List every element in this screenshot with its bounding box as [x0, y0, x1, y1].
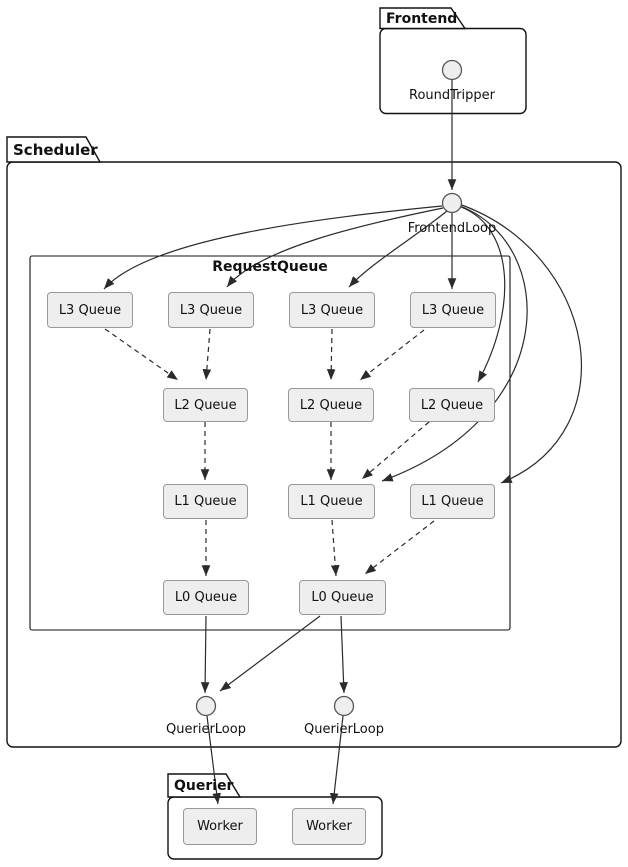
l1-queue-node-3: L1 Queue	[410, 484, 495, 519]
edge-l1queue-2-to-l0queue-2	[330, 519, 340, 577]
edge-l3queue-4-to-l2queue-2	[359, 329, 425, 381]
scheduler-package-label: Scheduler	[13, 141, 98, 159]
scheduler-package-tab	[6, 136, 102, 163]
querier-package-body	[167, 796, 383, 860]
l0-queue-node-2: L0 Queue	[299, 580, 386, 615]
frontendloop-interface-circle	[441, 192, 463, 214]
querier-package-label: Querier	[174, 778, 234, 794]
edge-frontendloop-to-l1queue-2	[381, 205, 528, 482]
edge-l0queue-2-to-querierloop-1	[219, 615, 321, 692]
frontend-package-label: Frontend	[386, 11, 458, 27]
querierloop-1-label: QuerierLoop	[166, 722, 246, 737]
l1-queue-node-2: L1 Queue	[288, 484, 375, 519]
l3-queue-node-3: L3 Queue	[289, 292, 375, 328]
edge-l2queue-3-to-l1queue-2	[361, 421, 430, 480]
l2-queue-node-2: L2 Queue	[288, 388, 374, 422]
edge-l0queue-2-to-querierloop-2	[339, 615, 348, 694]
request-queue-frame	[29, 255, 511, 631]
frontend-package-tab	[379, 7, 467, 30]
edge-l3queue-2-to-l2queue-1	[202, 328, 212, 381]
edge-l3queue-3-to-l2queue-2	[326, 328, 336, 381]
request-queue-title: RequestQueue	[212, 259, 328, 275]
edge-frontendloop-to-l1queue-3	[458, 203, 582, 484]
l2-queue-node-1: L2 Queue	[163, 388, 248, 422]
roundtripper-label: RoundTripper	[409, 88, 495, 103]
querierloop-2-label: QuerierLoop	[304, 722, 384, 737]
worker-node-2: Worker	[292, 808, 366, 845]
l3-queue-node-4: L3 Queue	[410, 292, 496, 328]
querierloop-1-interface-circle	[195, 695, 217, 717]
edge-frontendloop-to-l2queue-3	[460, 206, 506, 383]
edge-l0queue-1-to-querierloop-1	[200, 615, 210, 694]
l3-queue-node-2: L3 Queue	[168, 292, 254, 328]
l3-queue-node-1: L3 Queue	[47, 292, 133, 328]
edge-querierloop-2-to-worker-2	[329, 715, 344, 805]
l2-queue-node-3: L2 Queue	[409, 388, 495, 422]
worker-node-1: Worker	[183, 808, 257, 845]
roundtripper-interface-circle	[441, 59, 463, 81]
l0-queue-node-1: L0 Queue	[163, 580, 249, 615]
querier-package-tab	[167, 773, 242, 798]
frontendloop-label: FrontendLoop	[407, 221, 497, 236]
edge-l1queue-3-to-l0queue-2	[364, 520, 435, 575]
scheduler-package-body	[6, 161, 622, 748]
edge-frontendloop-to-l3queue-1	[103, 205, 443, 290]
querierloop-2-interface-circle	[333, 695, 355, 717]
l1-queue-node-1: L1 Queue	[163, 484, 248, 519]
edge-l3queue-1-to-l2queue-1	[104, 328, 179, 381]
edge-frontendloop-to-l3queue-2	[226, 207, 444, 288]
edge-frontendloop-to-l3queue-3	[348, 210, 448, 288]
edge-querierloop-1-to-worker-1	[206, 715, 221, 805]
